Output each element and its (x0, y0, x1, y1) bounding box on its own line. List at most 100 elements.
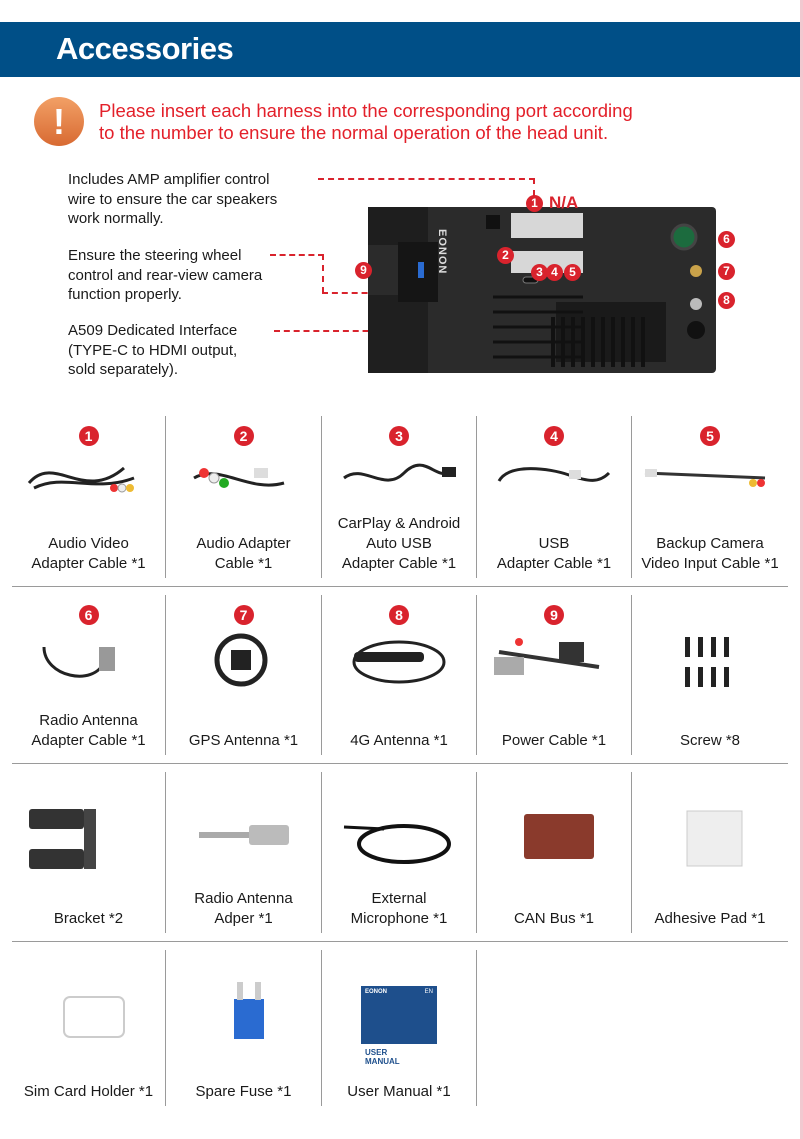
accessory-label: GPS Antenna *1 (188, 732, 299, 749)
accessory-label: Adhesive Pad *1 (654, 910, 766, 927)
accessory-image (632, 627, 788, 697)
accessory-label: Audio Adapter Cable *1 (196, 535, 291, 572)
manual-brand: EONON (365, 989, 388, 995)
accessory-icon (494, 638, 600, 675)
port-badge-5: 5 (564, 264, 581, 281)
item-number-badge: 7 (233, 605, 254, 625)
accessory-image (632, 804, 788, 874)
accessory-icon (27, 466, 135, 493)
accessory-icon (352, 640, 446, 684)
accessory-image (322, 627, 476, 697)
accessory-row: Sim Card Holder *1 Spare Fuse *1 EONON EN US… (12, 942, 788, 1114)
brand-logo: EONON (436, 229, 448, 275)
accessory-image (477, 804, 631, 874)
accessory-label: Sim Card Holder *1 (23, 1083, 154, 1100)
accessory-label: Radio Antenna Adper *1 (194, 890, 293, 927)
accessory-image (477, 627, 631, 697)
accessory-label: User Manual *1 (347, 1083, 451, 1100)
item-number-badge: 5 (700, 426, 720, 446)
item-number-badge: 2 (233, 426, 254, 446)
accessory-item: Adhesive Pad *1 (632, 772, 788, 933)
accessory-label: Bracket *2 (53, 910, 124, 927)
accessory-icon (214, 633, 267, 687)
accessory-label: Audio Video Adapter Cable *1 (31, 535, 146, 572)
accessory-item: Bracket *2 (12, 772, 166, 933)
accessory-image (166, 448, 321, 518)
head-unit-ports-icon (368, 207, 705, 373)
warning-text: Please insert each harness into the corr… (99, 100, 633, 143)
accessory-image (166, 804, 321, 874)
accessory-item: Screw *8 (632, 595, 788, 755)
manual-lang: EN (424, 989, 433, 995)
port-badge-1: 1 (526, 195, 543, 212)
accessory-label: Power Cable *1 (501, 732, 607, 749)
accessory-image: EONON EN USER MANUAL (322, 982, 476, 1068)
accessory-image (12, 627, 165, 697)
accessory-icon (192, 468, 284, 488)
accessory-image (322, 448, 476, 518)
accessory-image (477, 448, 631, 518)
accessory-item: 8 4G Antenna *1 (322, 595, 477, 755)
item-number-badge: 9 (544, 605, 564, 625)
accessory-icon (198, 825, 289, 845)
port-badge-6: 6 (718, 231, 735, 248)
user-manual-icon: EONON EN USER MANUAL (361, 986, 437, 1068)
accessory-item: CAN Bus *1 (477, 772, 632, 933)
accessory-image (12, 804, 165, 874)
note-steering: Ensure the steering wheel control and re… (68, 247, 263, 303)
empty-cell (477, 950, 632, 1106)
item-number-badge: 1 (78, 426, 99, 446)
accessory-label: CarPlay & Android Auto USB Adapter Cable… (337, 515, 461, 572)
exclamation-icon: ! (34, 97, 84, 146)
accessory-image (12, 982, 165, 1052)
head-unit-rear-image: EONON (368, 207, 716, 373)
accessory-label: CAN Bus *1 (513, 910, 595, 927)
accessory-image (166, 627, 321, 697)
accessory-icon (28, 809, 96, 869)
note-amp: Includes AMP amplifier control wire to e… (68, 171, 278, 227)
accessory-icon (343, 463, 456, 482)
accessory-label: Spare Fuse *1 (195, 1083, 292, 1100)
accessory-label: USB Adapter Cable *1 (496, 535, 612, 572)
accessory-label: 4G Antenna *1 (350, 732, 448, 749)
item-number-badge: 8 (389, 605, 409, 625)
accessory-item: Sim Card Holder *1 (12, 950, 166, 1106)
accessory-item: Radio Antenna Adper *1 (166, 772, 322, 933)
accessory-image (12, 448, 165, 518)
accessory-label: Radio Antenna Adapter Cable *1 (31, 712, 146, 749)
accessory-item: Spare Fuse *1 (166, 950, 322, 1106)
accessory-label: Backup Camera Video Input Cable *1 (641, 535, 779, 572)
manual-title: USER MANUAL (365, 1048, 400, 1066)
accessory-icon (62, 996, 125, 1038)
page-edge (800, 0, 803, 1139)
accessory-icon (233, 982, 264, 1039)
port-badge-7: 7 (718, 263, 735, 280)
accessory-icon (524, 814, 594, 859)
item-number-badge: 4 (544, 426, 564, 446)
accessory-icon (343, 824, 451, 864)
port-badge-9: 9 (355, 262, 372, 279)
accessory-item: EONON EN USER MANUAL User Manual *1 (322, 950, 477, 1106)
port-badge-3: 3 (531, 264, 548, 281)
header-band: Accessories (0, 22, 800, 77)
accessory-image (322, 804, 476, 874)
accessory-image (632, 448, 788, 518)
note-a509: A509 Dedicated Interface (TYPE-C to HDMI… (68, 322, 238, 378)
item-number-badge: 3 (389, 426, 409, 446)
port-badge-2: 2 (497, 247, 514, 264)
page-title: Accessories (56, 31, 234, 66)
accessory-icon (644, 469, 766, 487)
na-label: N/A (549, 193, 579, 212)
accessory-label: Screw *8 (679, 732, 741, 749)
accessory-image (166, 982, 321, 1052)
